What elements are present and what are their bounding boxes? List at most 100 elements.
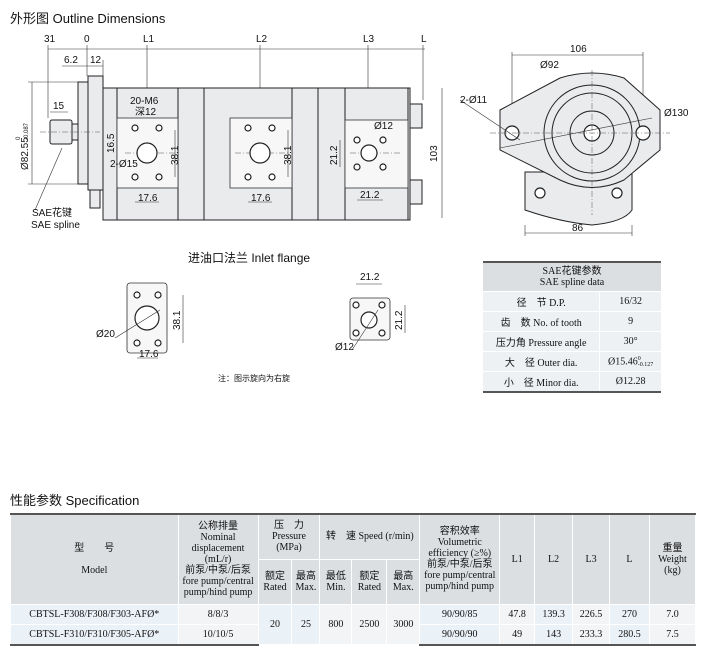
outline-front-dim_86: 86 — [572, 223, 584, 234]
spec-rows-0-s_min: 800 — [319, 603, 353, 645]
outline-side-L3: L3 — [363, 34, 375, 45]
spline-rows-3-tol_upper: 0 — [637, 355, 641, 362]
spec-rows-0-p_rated: 20 — [257, 603, 293, 645]
outline-side-dim_38_1a: 38.1 — [170, 145, 181, 165]
outline-side-dim_17_6b: 17.6 — [251, 193, 271, 204]
outline-front-holes: 2-Ø11 — [460, 95, 487, 106]
spline-rows-0-label: 径 节 D.P. — [483, 291, 601, 312]
spec-rows-1-model: CBTSL-F310/F310/F305-AFØ* — [10, 623, 179, 646]
outline-side-tol_82_lower: -0.087 — [24, 122, 30, 140]
inlet-title: 进油口法兰 Inlet flange — [188, 251, 310, 265]
header-displacement: 公称排量 Nominal displacement (mL/r)前泵/中泵/后泵… — [177, 513, 259, 605]
outline-side-L: L — [421, 34, 427, 45]
outline-side-dim_21_2h: 21.2 — [360, 190, 380, 201]
inlet-left-dia: Ø20 — [96, 329, 115, 340]
outline-side-L1: L1 — [143, 34, 155, 45]
outline-front-dia_92: Ø92 — [540, 60, 559, 71]
spec-rows-0-disp: 8/8/3 — [177, 603, 259, 625]
outline-side-dim_15: 15 — [53, 101, 65, 112]
outline-side-dim_0: 0 — [84, 34, 90, 45]
spec-rows-1-weight: 7.5 — [648, 623, 697, 646]
spec-rows-0-L2: 139.3 — [534, 603, 574, 625]
outline-side-dim_16_5: 16.5 — [106, 133, 117, 153]
outline-side-dim_38_1b: 38.1 — [283, 145, 294, 165]
spec-rows-0-L1: 47.8 — [499, 603, 536, 625]
spec-rows-1-L3: 233.3 — [572, 623, 611, 646]
outline-side-m6: 20-M6 — [130, 96, 159, 107]
header-weight: 重量 Weight (kg) — [648, 513, 697, 605]
spline-rows-3-label: 大 径 Outer dia. — [483, 351, 601, 372]
spline-title-cn: SAE花键参数 — [542, 266, 602, 277]
header-speed-min: 最低 Min. — [319, 558, 353, 605]
outline-side-dim_31: 31 — [44, 34, 56, 45]
spline-rows-3-value: Ø15.46 — [608, 355, 638, 367]
outline-side-L2: L2 — [256, 34, 268, 45]
spline-rows-4-label: 小 径 Minor dia. — [483, 371, 601, 393]
header-l3: L3 — [572, 513, 611, 605]
spec-headers-eff: 容积效率 Volumetric efficiency (≥%) — [428, 526, 492, 560]
spec-rows-1-L2: 143 — [534, 623, 574, 646]
outline-side-spline_en: SAE spline — [31, 220, 80, 231]
spec-headers-disp_sub: 前泵/中泵/后泵 fore pump/central pump/hind pum… — [182, 564, 254, 598]
spec-rows-1-eff: 90/90/90 — [419, 623, 501, 646]
inlet-right-dia: Ø12 — [335, 342, 354, 353]
spec-rows-0-weight: 7.0 — [648, 603, 697, 625]
outline-side-spline_cn: SAE花键 — [32, 206, 72, 219]
outline-side-depth: 深12 — [135, 106, 157, 118]
header-pressure-max: 最高 Max. — [291, 558, 321, 605]
outline-side-dim_17_6a: 17.6 — [138, 193, 158, 204]
outline-side-dia_15: 2-Ø15 — [110, 159, 138, 170]
header-speed: 转 速 Speed (r/min) — [319, 513, 421, 560]
inlet-right-h: 21.2 — [394, 310, 405, 330]
inlet-left-h: 38.1 — [172, 310, 183, 330]
spec-rows-0-L: 270 — [609, 603, 650, 625]
spline-rows-2-value: 30° — [599, 331, 661, 352]
inlet-flange: 进油口法兰 Inlet flange Ø20 38.1 17.6 21.2 21… — [96, 251, 406, 383]
spec-rows-0-model: CBTSL-F308/F308/F303-AFØ* — [10, 603, 179, 625]
inlet-left-w: 17.6 — [139, 349, 159, 360]
spline-rows-1-label: 齿 数 No. of tooth — [483, 311, 601, 332]
header-speed-max: 最高 Max. — [386, 558, 421, 605]
spec-rows-1-L: 280.5 — [609, 623, 650, 646]
header-pressure-rated: 额定 Rated — [257, 558, 293, 605]
spec-rows-0-p_max: 25 — [291, 603, 321, 645]
outline-side-dim_21_2v: 21.2 — [329, 145, 340, 165]
spline-rows-1-value: 9 — [599, 311, 661, 332]
outline-side-dim_12: 12 — [90, 55, 102, 66]
outline-front-dia_130: Ø130 — [664, 108, 689, 119]
header-l1: L1 — [499, 513, 536, 605]
header-l2: L2 — [534, 513, 574, 605]
header-efficiency: 容积效率 Volumetric efficiency (≥%)前泵/中泵/后泵 … — [419, 513, 501, 605]
spec-title: 性能参数 Specification — [10, 493, 140, 508]
spline-title-en: SAE spline data — [539, 277, 605, 288]
outline-side-dia_82: Ø82.55 — [20, 137, 31, 170]
header-l: L — [609, 513, 650, 605]
spline-rows-4-value: Ø12.28 — [599, 371, 661, 393]
spec-rows-1-disp: 10/10/5 — [177, 623, 259, 646]
header-pressure: 压 力 Pressure (MPa) — [257, 513, 321, 560]
outline-side-dim_103: 103 — [429, 145, 440, 162]
spline-rows-3-tol_lower: -0.127 — [637, 361, 654, 368]
outline-title: 外形图 Outline Dimensions — [10, 11, 166, 26]
spec-rows-1-L1: 49 — [499, 623, 536, 646]
spec-headers-model_en: Model — [81, 564, 108, 576]
inlet-note: 注：图示旋向为右旋 — [218, 373, 290, 383]
spec-rows-0-s_max: 3000 — [386, 603, 421, 645]
spec-rows-0-L3: 226.5 — [572, 603, 611, 625]
spec-rows-0-eff: 90/90/85 — [419, 603, 501, 625]
inlet-right-w: 21.2 — [360, 272, 380, 283]
outline-side-tol_82_upper: 0 — [16, 136, 22, 140]
spline-rows-2-label: 压力角 Pressure angle — [483, 331, 601, 352]
header-speed-rated: 额定 Rated — [351, 558, 388, 605]
spec-rows-0-s_rated: 2500 — [351, 603, 388, 645]
table-row: CBTSL-F310/F310/F305-AFØ*10/10/5 90/90/9… — [10, 623, 697, 646]
spec-headers-disp: 公称排量 Nominal displacement (mL/r) — [191, 520, 245, 565]
